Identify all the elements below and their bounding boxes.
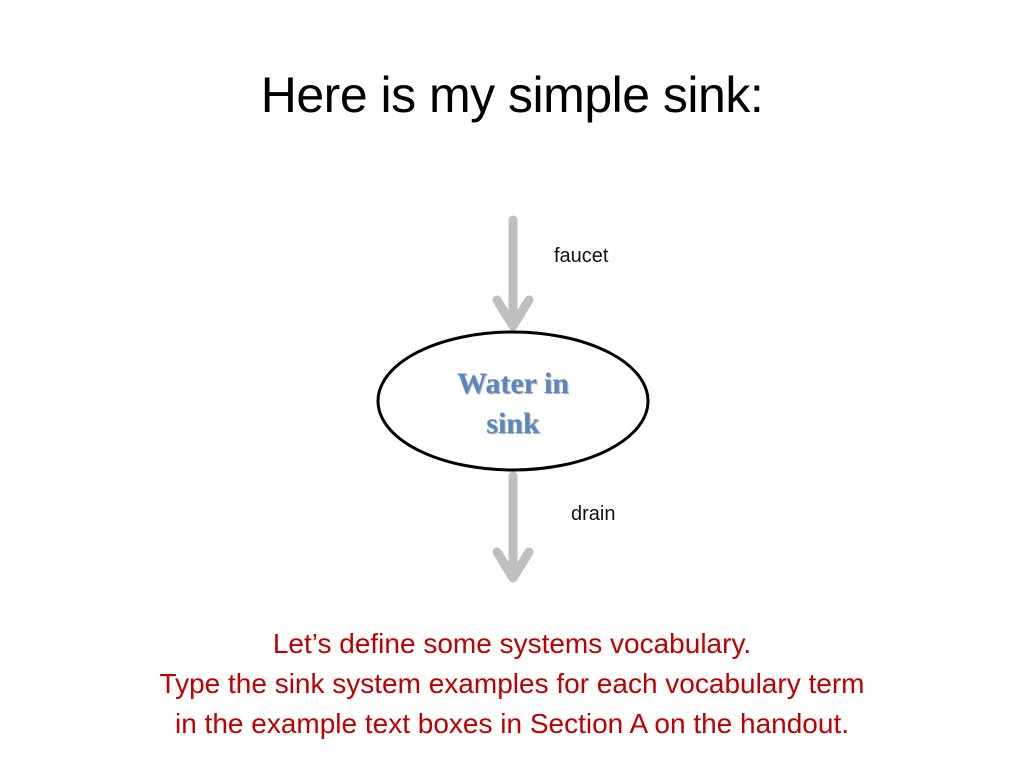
node-label-line1: Water in (457, 367, 569, 400)
outflow-arrow (492, 471, 534, 583)
node-label: Water in sink (378, 364, 648, 444)
slide-title: Here is my simple sink: (260, 67, 764, 123)
instructions-line3: in the example text boxes in Section A o… (174, 708, 850, 739)
node-label-line2: sink (486, 407, 540, 440)
instructions-line2: Type the sink system examples for each v… (159, 668, 865, 699)
faucet-label: faucet (554, 245, 609, 267)
water-in-sink-node (376, 330, 650, 472)
drain-label: drain (571, 503, 616, 525)
instructions-line1: Let’s define some systems vocabulary. (272, 628, 752, 659)
inflow-arrow (492, 215, 534, 331)
instructions: Let’s define some systems vocabulary. Ty… (0, 624, 1024, 744)
